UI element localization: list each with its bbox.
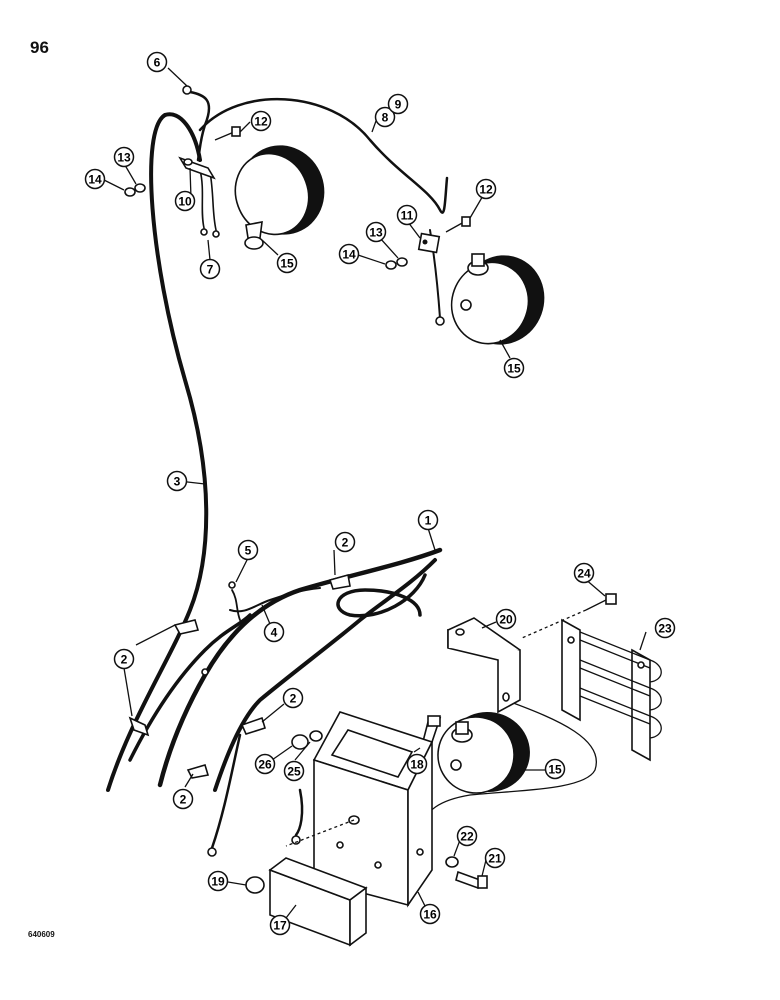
callout-6: 6 [146,51,168,73]
clamp-11 [417,232,441,254]
callout-19-label: 19 [211,875,225,889]
callout-9: 9 [387,93,409,115]
callout-20: 20 [495,608,517,630]
callout-1-label: 1 [425,514,432,528]
callout-21-label: 21 [488,852,502,866]
page-number: 96 [30,38,49,57]
callout-2-label: 2 [342,536,349,550]
callout-15-label: 15 [548,763,562,777]
callout-17: 17 [269,914,291,936]
callout-13-label: 13 [117,151,131,165]
callout-12-label: 12 [479,183,493,197]
callout-23: 23 [654,617,676,639]
callout-7: 7 [199,258,221,280]
bracket-20 [447,617,521,714]
callout-12: 12 [250,110,272,132]
harness-clips [128,573,351,779]
callout-2: 2 [334,531,356,553]
callout-12-label: 12 [254,115,268,129]
callout-14: 14 [338,243,360,265]
callout-2: 2 [282,687,304,709]
nut-washer-25-26 [291,730,323,750]
callout-14-label: 14 [88,173,102,187]
washer-nut-left [124,183,146,197]
callout-7-label: 7 [207,263,214,277]
work-lamp-upper-left [234,145,325,250]
callout-20-label: 20 [499,613,513,627]
callout-11-label: 11 [401,209,414,223]
u-bolt-bracket-23 [561,618,662,762]
bolt-24 [521,593,617,639]
bolt-12-right [445,216,471,233]
callout-10: 10 [174,190,196,212]
callout-4: 4 [263,621,285,643]
callout-11: 11 [396,204,418,226]
callout-13-label: 13 [369,226,383,240]
callout-3-label: 3 [174,475,181,489]
callout-26-label: 26 [258,758,272,772]
callout-2-label: 2 [290,692,297,706]
callout-1: 1 [417,509,439,531]
callout-25: 25 [283,760,305,782]
callout-22-label: 22 [460,830,474,844]
callout-14-label: 14 [342,248,356,262]
callout-23-label: 23 [658,622,672,636]
washer-nut-right [385,257,408,270]
callout-15: 15 [276,252,298,274]
callout-4-label: 4 [271,626,278,640]
callout-14: 14 [84,168,106,190]
callout-16: 16 [419,903,441,925]
clamp-plate-17 [268,857,368,947]
callout-10-label: 10 [178,195,192,209]
callout-15-label: 15 [507,362,521,376]
clamp-10 [178,156,216,180]
callout-6-label: 6 [154,56,161,70]
callout-3: 3 [166,470,188,492]
bolt-12-left [214,126,241,141]
lower-terminals [201,581,301,857]
work-lamp-upper-right [450,253,545,345]
callout-15: 15 [544,758,566,780]
callout-12: 12 [475,178,497,200]
callout-22: 22 [456,825,478,847]
callout-19: 19 [207,870,229,892]
upper-harness [106,90,449,792]
callout-26: 26 [254,753,276,775]
callout-5: 5 [237,539,259,561]
callout-8-label: 8 [382,111,389,125]
callout-25-label: 25 [287,765,301,779]
callout-17-label: 17 [273,919,287,933]
callout-16-label: 16 [423,908,437,922]
callout-24: 24 [573,562,595,584]
callout-8: 8 [374,106,396,128]
callout-5-label: 5 [245,544,252,558]
callout-2-label: 2 [180,793,187,807]
work-lamp-lower [437,711,530,794]
mounting-box-16 [285,711,434,908]
nut-19 [245,876,265,894]
callout-18-label: 18 [410,758,424,772]
callouts: 1 2 2 2 2 3 4 5 6 7 8 9 10 11 12 12 13 1… [84,51,676,936]
callout-15: 15 [503,357,525,379]
callout-2: 2 [113,648,135,670]
figure-code: 640609 [28,930,55,939]
callout-18: 18 [406,753,428,775]
washer-22-bolt-21 [445,856,488,890]
callout-9-label: 9 [395,98,402,112]
callout-15-label: 15 [280,257,294,271]
callout-13: 13 [113,146,135,168]
callout-13: 13 [365,221,387,243]
callout-2-label: 2 [121,653,128,667]
callout-24-label: 24 [577,567,591,581]
callout-2: 2 [172,788,194,810]
callout-21: 21 [484,847,506,869]
